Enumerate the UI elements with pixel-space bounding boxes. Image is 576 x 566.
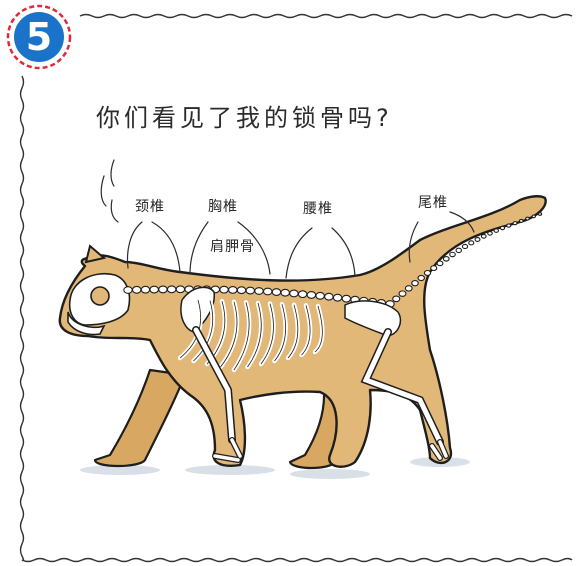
vertebra [474, 236, 481, 242]
question-title: 你们看见了我的锁骨吗? [96, 104, 393, 132]
rib-outline [233, 302, 250, 371]
vertebra [332, 293, 343, 302]
vertebra [228, 285, 238, 294]
vertebra [480, 233, 487, 239]
vertebra [512, 221, 518, 226]
rib-outline [220, 301, 238, 368]
pelvis [344, 300, 402, 337]
label-scapula: 肩胛骨 [210, 239, 255, 255]
scapula [180, 286, 215, 333]
label-chest: 胸椎 [208, 199, 238, 215]
cat-ear [84, 244, 107, 264]
rib-outline [274, 304, 287, 362]
vertebra [158, 285, 168, 294]
vertebra [175, 285, 186, 294]
vertebra [436, 260, 444, 267]
vertebra [236, 286, 247, 295]
vertebra [219, 285, 229, 294]
vertebra [392, 295, 401, 303]
arrow-tail-2 [449, 211, 475, 233]
leg-bones [192, 326, 449, 463]
vertebra [123, 286, 133, 294]
number-badge [6, 4, 72, 70]
vertebra [411, 280, 419, 287]
vertebra [417, 274, 425, 282]
vertebra [537, 212, 543, 216]
vertebra [449, 251, 456, 258]
vertebra [166, 285, 177, 294]
arrow-chest-1 [189, 221, 209, 275]
rib-outline [193, 300, 214, 362]
arrow-tail-1 [408, 221, 419, 263]
vertebra [531, 214, 536, 219]
vertebra [271, 288, 282, 296]
vertebra [315, 291, 325, 300]
ground-shadows [80, 457, 470, 479]
vertebra [518, 218, 524, 223]
vertebra [289, 289, 299, 298]
vertebra [455, 247, 462, 254]
rib-outline [260, 303, 274, 365]
vertebra [131, 285, 142, 294]
vertebra [398, 290, 407, 297]
vertebra [254, 287, 264, 295]
vertebra [468, 240, 475, 246]
pointer-arrows [100, 159, 475, 279]
vertebra [280, 288, 290, 297]
vertebra [297, 290, 308, 299]
label-neck: 颈椎 [135, 199, 165, 215]
label-lumbar: 腰椎 [303, 201, 333, 217]
motion-lines [100, 159, 119, 223]
rib-outline [247, 302, 262, 368]
arrow-neck-2 [151, 221, 181, 273]
skull [67, 273, 131, 336]
vertebra [341, 294, 352, 303]
arrow-neck-1 [126, 221, 143, 269]
vertebra [525, 216, 530, 221]
rib-outline [314, 305, 323, 353]
vertebra [149, 285, 159, 294]
vertebra [487, 230, 493, 236]
vertebra [423, 269, 432, 277]
vertebra [140, 285, 151, 294]
vertebra [442, 255, 450, 262]
cat-body [58, 195, 547, 468]
vertebra [404, 285, 413, 292]
vertebra [493, 228, 499, 233]
vertebra [245, 286, 256, 295]
vertebra [499, 225, 506, 231]
label-tail: 尾椎 [418, 195, 448, 211]
vertebra [506, 223, 512, 228]
vertebra [306, 291, 317, 299]
rib-outline [301, 305, 311, 356]
vertebra [324, 292, 334, 301]
arrow-lumbar-1 [285, 227, 313, 279]
arrow-lumbar-2 [331, 227, 356, 277]
vertebra [430, 265, 438, 272]
ribs-outline [179, 299, 323, 371]
rib-outline [287, 304, 299, 359]
badge-number: 5 [25, 15, 53, 59]
vertebra [262, 287, 273, 296]
vertebra [461, 243, 469, 250]
arrow-chest-2 [237, 221, 271, 275]
